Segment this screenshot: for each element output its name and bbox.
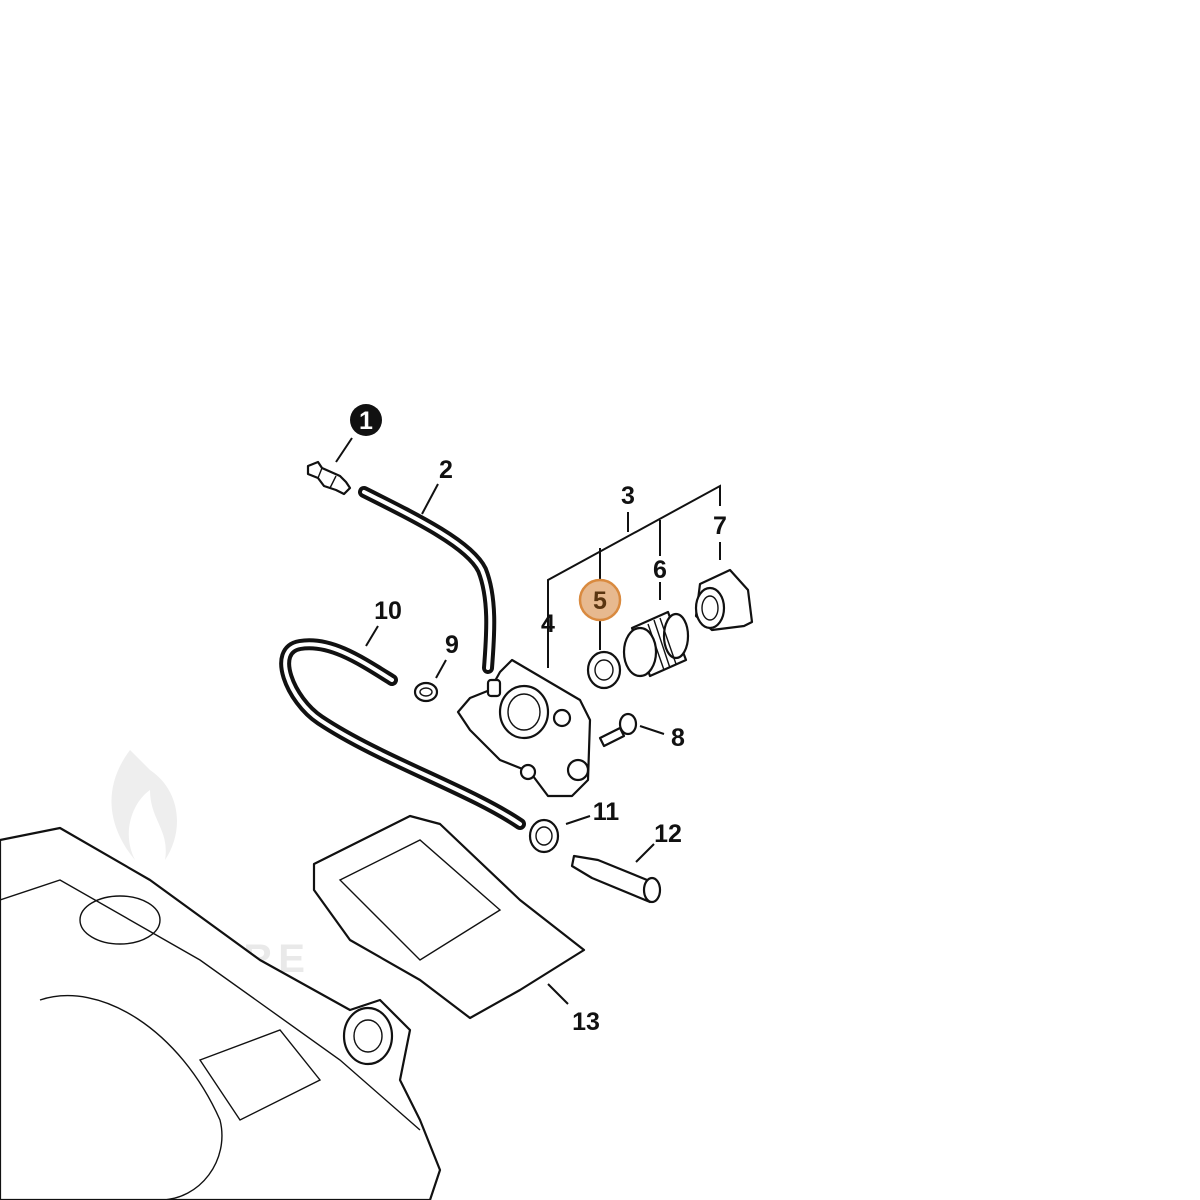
part-9-ring[interactable] — [413, 681, 439, 703]
part-1-fitting[interactable] — [306, 460, 352, 496]
callout-1[interactable]: 1 — [350, 404, 382, 436]
part-6-sleeve[interactable] — [622, 610, 690, 678]
callout-10-label[interactable]: 10 — [374, 597, 402, 625]
callout-11-label[interactable]: 11 — [593, 798, 620, 826]
part-8-screw[interactable] — [598, 712, 638, 748]
callout-4-label[interactable]: 4 — [541, 610, 555, 638]
callout-1-label: 1 — [359, 407, 373, 435]
callout-5[interactable]: 5 — [578, 578, 622, 622]
part-7-drive[interactable] — [694, 568, 754, 632]
callout-13-label[interactable]: 13 — [572, 1008, 600, 1036]
callout-8-label[interactable]: 8 — [671, 724, 685, 752]
callout-2-label[interactable]: 2 — [439, 456, 453, 484]
part-13-cover[interactable] — [312, 814, 586, 1020]
housing — [0, 826, 442, 1200]
callout-6-label[interactable]: 6 — [653, 556, 667, 584]
callout-12-label[interactable]: 12 — [654, 820, 682, 848]
callout-5-label: 5 — [593, 587, 607, 615]
part-11-grommet[interactable] — [528, 818, 560, 854]
callout-7-label[interactable]: 7 — [713, 512, 727, 540]
part-12-pin[interactable] — [570, 854, 662, 904]
callout-9-label[interactable]: 9 — [445, 631, 459, 659]
part-4-oil-pump[interactable] — [456, 658, 592, 798]
callout-1-marker — [350, 404, 382, 436]
part-10-hose[interactable] — [279, 638, 526, 830]
leader-lines — [335, 437, 721, 1005]
part-5-washer[interactable] — [586, 650, 622, 690]
part-2-hose[interactable] — [358, 486, 497, 674]
callout-3-label[interactable]: 3 — [621, 482, 635, 510]
callout-5-highlight — [578, 578, 622, 622]
